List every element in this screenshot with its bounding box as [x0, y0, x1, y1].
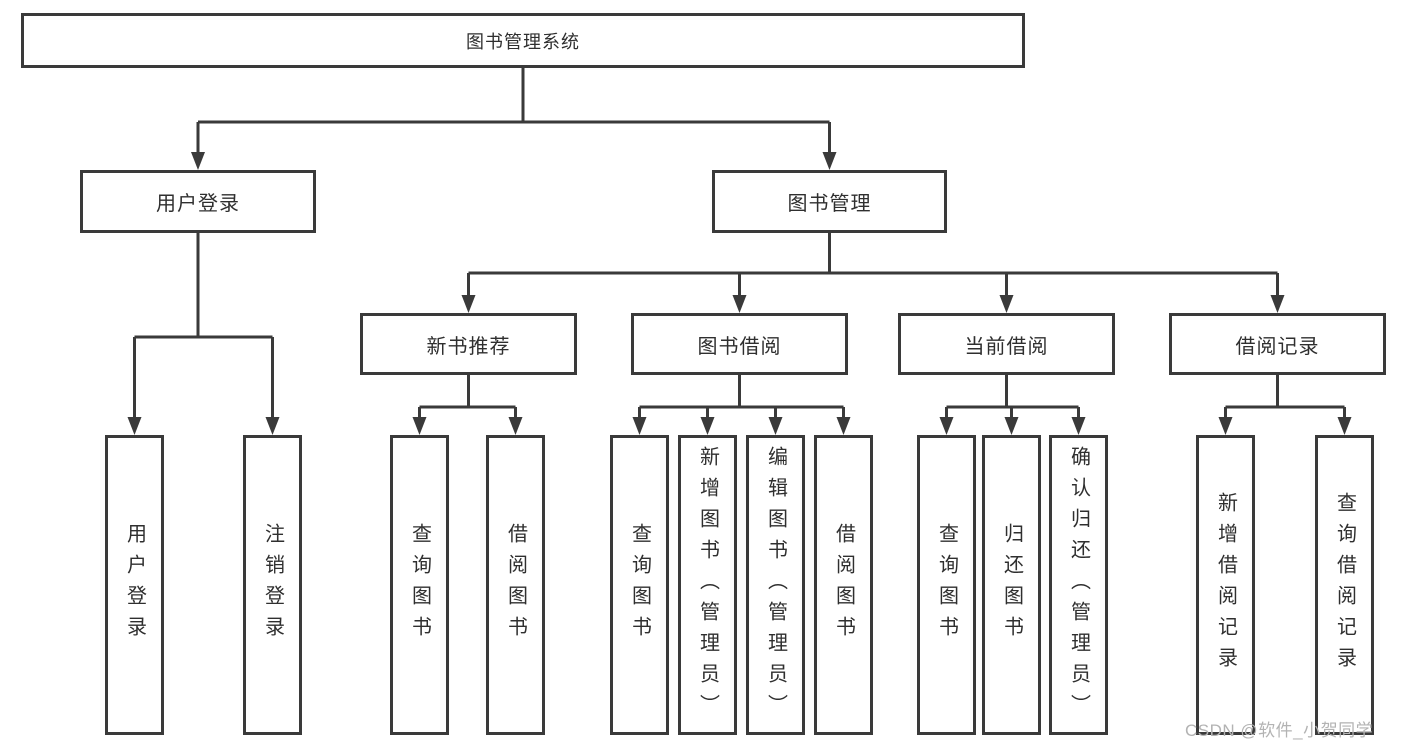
- leaf-logout-label: 注销登录: [261, 523, 284, 647]
- leaf-bb-borrow-books: 借阅图书: [814, 435, 873, 735]
- node-current-borrow: 当前借阅: [898, 313, 1115, 375]
- node-book-mgmt: 图书管理: [712, 170, 947, 233]
- connector-book-borrow: [638, 375, 845, 431]
- leaf-br-query-record: 查询借阅记录: [1315, 435, 1374, 735]
- leaf-cb-confirm-return-label: 确认归还（管理员）: [1067, 445, 1090, 725]
- arrowhead: [836, 417, 851, 435]
- leaf-cb-query-books: 查询图书: [917, 435, 976, 735]
- connector-new-book-rec: [418, 375, 517, 431]
- leaf-br-query-record-label: 查询借阅记录: [1333, 492, 1356, 678]
- leaf-bb-query-books-label: 查询图书: [628, 523, 651, 647]
- leaf-bb-borrow-books-label: 借阅图书: [832, 523, 855, 647]
- arrowhead: [822, 152, 837, 170]
- arrowhead: [265, 417, 280, 435]
- leaf-rec-borrow-books: 借阅图书: [486, 435, 545, 735]
- watermark: CSDN @软件_小贺同学: [1185, 721, 1374, 740]
- leaf-rec-borrow-books-label: 借阅图书: [504, 523, 527, 647]
- arrowhead: [461, 295, 476, 313]
- arrowhead: [768, 417, 783, 435]
- leaf-bb-edit-books-label: 编辑图书（管理员）: [764, 445, 787, 725]
- arrowhead: [1337, 417, 1352, 435]
- leaf-user-login-label: 用户登录: [123, 523, 146, 647]
- leaf-bb-add-books: 新增图书（管理员）: [678, 435, 737, 735]
- arrowhead: [1218, 417, 1233, 435]
- leaf-logout: 注销登录: [243, 435, 302, 735]
- leaf-br-add-record: 新增借阅记录: [1196, 435, 1255, 735]
- leaf-bb-add-books-label: 新增图书（管理员）: [696, 445, 719, 725]
- leaf-rec-query-books-label: 查询图书: [408, 523, 431, 647]
- connector-book-mgmt: [467, 233, 1279, 309]
- leaf-rec-query-books: 查询图书: [390, 435, 449, 735]
- arrowhead: [412, 417, 427, 435]
- connector-borrow-records: [1224, 375, 1346, 431]
- node-user-login: 用户登录: [80, 170, 316, 233]
- leaf-user-login: 用户登录: [105, 435, 164, 735]
- leaf-cb-return-books: 归还图书: [982, 435, 1041, 735]
- arrowhead: [127, 417, 142, 435]
- node-new-book-rec: 新书推荐: [360, 313, 577, 375]
- leaf-cb-query-books-label: 查询图书: [935, 523, 958, 647]
- leaf-bb-edit-books: 编辑图书（管理员）: [746, 435, 805, 735]
- connector-user-login: [133, 233, 274, 431]
- leaf-cb-return-books-label: 归还图书: [1000, 523, 1023, 647]
- leaf-br-add-record-label: 新增借阅记录: [1214, 492, 1237, 678]
- arrowhead: [732, 295, 747, 313]
- arrowhead: [1270, 295, 1285, 313]
- arrowhead: [700, 417, 715, 435]
- arrowhead: [1071, 417, 1086, 435]
- arrowhead: [508, 417, 523, 435]
- connector-root: [196, 68, 831, 166]
- node-root: 图书管理系统: [21, 13, 1025, 68]
- arrowhead: [999, 295, 1014, 313]
- arrowhead: [939, 417, 954, 435]
- arrowhead: [191, 152, 205, 170]
- node-borrow-records: 借阅记录: [1169, 313, 1386, 375]
- node-book-borrow: 图书借阅: [631, 313, 848, 375]
- arrowhead: [1004, 417, 1019, 435]
- arrowhead: [632, 417, 647, 435]
- leaf-cb-confirm-return: 确认归还（管理员）: [1049, 435, 1108, 735]
- leaf-bb-query-books: 查询图书: [610, 435, 669, 735]
